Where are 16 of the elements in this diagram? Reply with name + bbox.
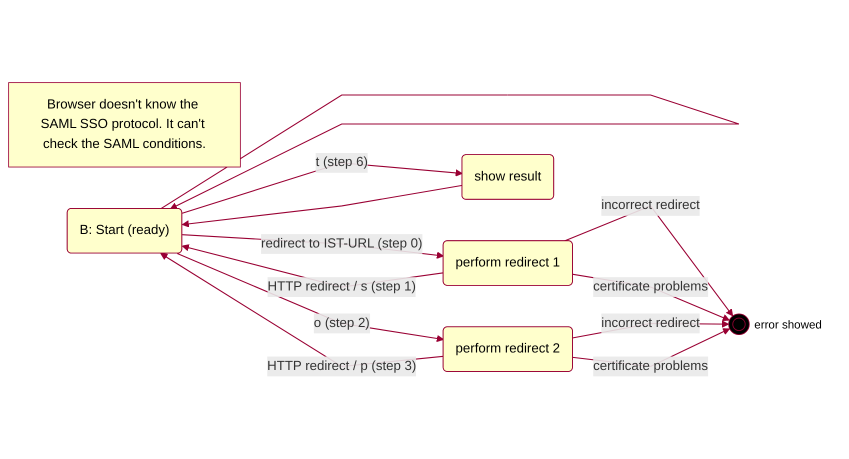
node-circle bbox=[728, 314, 750, 336]
edge-label: incorrect redirect bbox=[601, 198, 700, 213]
edge-label: certificate problems bbox=[593, 280, 708, 294]
edge-label: HTTP redirect / p (step 3) bbox=[267, 359, 416, 374]
edge-label: HTTP redirect / s (step 1) bbox=[268, 280, 416, 294]
edge-label: certificate problems bbox=[593, 359, 708, 374]
edge-label: o (step 2) bbox=[314, 316, 370, 330]
arrow bbox=[160, 94, 740, 210]
state-caption: error showed bbox=[754, 319, 822, 332]
arrow bbox=[572, 274, 730, 322]
edge-label: redirect to IST-URL (step 0) bbox=[261, 236, 422, 251]
node-box: Browser doesn't know the SAML SSO protocol. It can't check the SAML conditions. bbox=[8, 82, 241, 168]
arrow bbox=[177, 253, 444, 342]
edge-label: incorrect redirect bbox=[601, 316, 700, 330]
edge-label: t (step 6) bbox=[316, 155, 368, 170]
arrow bbox=[182, 184, 462, 228]
